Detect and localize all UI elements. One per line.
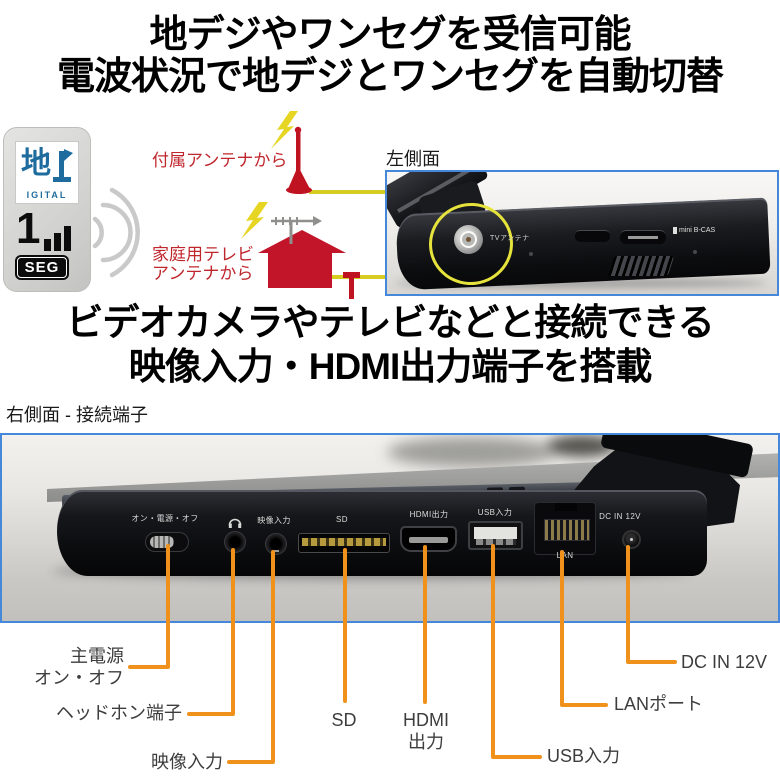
arrow-head [313,216,322,226]
digital-logo-mark: 地 [21,147,73,185]
digital-logo-kanji: 地 [21,147,51,180]
sd-slot-label: SD [336,515,348,524]
seg-label: SEG [24,259,60,276]
callout-av: 映像入力 [151,752,223,772]
house-icon [258,230,346,288]
callout-power: 主電源 オン・オフ [20,645,124,689]
home-antenna-cable [281,238,385,279]
dc-in-label: DC IN 12V [599,512,641,521]
callout-power-line1: 主電源 [70,646,124,666]
dc-jack [622,530,641,549]
tv-antenna-port-label: TVアンテナ [490,235,530,242]
screw-dot [693,250,697,254]
callout-hdmi: HDMI 出力 [393,709,459,753]
broadcast-badge: 地 IGITAL 1 SEG [3,127,91,292]
headline-top-line2: 電波状況で地デジとワンセグを自動切替 [56,56,724,98]
roof-antenna-icon [271,216,322,244]
antenna-base [286,186,312,194]
rod-antenna-icon [286,126,312,194]
digital-logo-tower-icon [53,149,73,182]
tower-flag [64,149,73,161]
wave-medium [100,202,133,263]
lan-port [534,502,596,555]
background-blur [547,435,617,457]
usb-in-label: USB入力 [477,508,513,517]
bcas-label-row: mini B-CAS [673,227,715,234]
hdmi-port [400,526,457,552]
lightning-icon-2 [241,202,268,239]
usb-port [468,521,523,550]
photo-right-caption: 右側面 - 接続端子 [6,405,148,425]
wave-small [92,216,104,249]
screw-dot [529,252,533,256]
cable-connector-icon [343,272,360,299]
house-roof [258,230,346,253]
antenna-cone [288,166,310,189]
photo-left-side: TVアンテナ mini B-CAS [385,170,779,296]
tower-mast [59,151,64,179]
power-switch [145,532,189,552]
attached-antenna-label: 付属アンテナから [152,151,288,170]
lightning-icon [271,111,298,149]
oneseg-number: 1 [16,204,41,253]
home-antenna-label-line1: 家庭用テレビ [152,245,254,264]
bcas-label: mini B-CAS [679,227,716,234]
device-shadow [395,278,767,288]
callout-sd: SD [331,710,357,730]
home-antenna-label-line2: アンテナから [152,264,254,283]
bcas-slot [620,230,666,244]
headphone-jack [224,531,246,553]
signal-bars-icon [44,225,74,251]
digital-logo-text: IGITAL [26,190,68,200]
headphone-icon [228,518,242,528]
terrestrial-digital-logo: 地 IGITAL [15,141,79,204]
headline-mid-line1: ビデオカメラやテレビなどと接続できる [66,302,714,343]
vent-grille [607,256,675,276]
headline-mid-line2: 映像入力・HDMI出力端子を搭載 [128,346,653,387]
headline-top-line1: 地デジやワンセグを受信可能 [149,14,631,56]
house-body [268,252,332,288]
bcas-card-icon [673,227,677,234]
av-in-label: 映像入力 [257,516,291,525]
lan-port-label: LAN [556,551,574,560]
callout-power-line2: オン・オフ [34,668,124,688]
antenna-tip [294,126,302,134]
callout-lan: LANポート [614,694,704,714]
radio-waves-icon [92,187,140,278]
tv-antenna-connector [454,225,483,254]
background-blur [387,437,557,467]
photo-left-caption: 左側面 [386,149,440,169]
wave-large [109,187,140,278]
tower-base [53,177,71,182]
callout-hdmi-line2: 出力 [408,732,444,752]
callout-hdmi-line1: HDMI [403,710,449,730]
photo-right-side: オン・電源・オフ 映像入力 SD HDMI出力 USB入力 LAN DC IN … [0,433,780,623]
callout-headphone: ヘッドホン端子 [56,703,182,723]
sd-slot-left [575,230,610,242]
antenna-rod [296,131,301,171]
seg-box: SEG [15,255,69,280]
hdmi-out-label: HDMI出力 [409,510,449,519]
callout-usb: USB入力 [547,746,621,766]
power-switch-label: オン・電源・オフ [131,514,199,523]
av-in-jack [265,533,287,555]
sd-card-slot [298,533,390,553]
callout-dc: DC IN 12V [681,652,768,672]
